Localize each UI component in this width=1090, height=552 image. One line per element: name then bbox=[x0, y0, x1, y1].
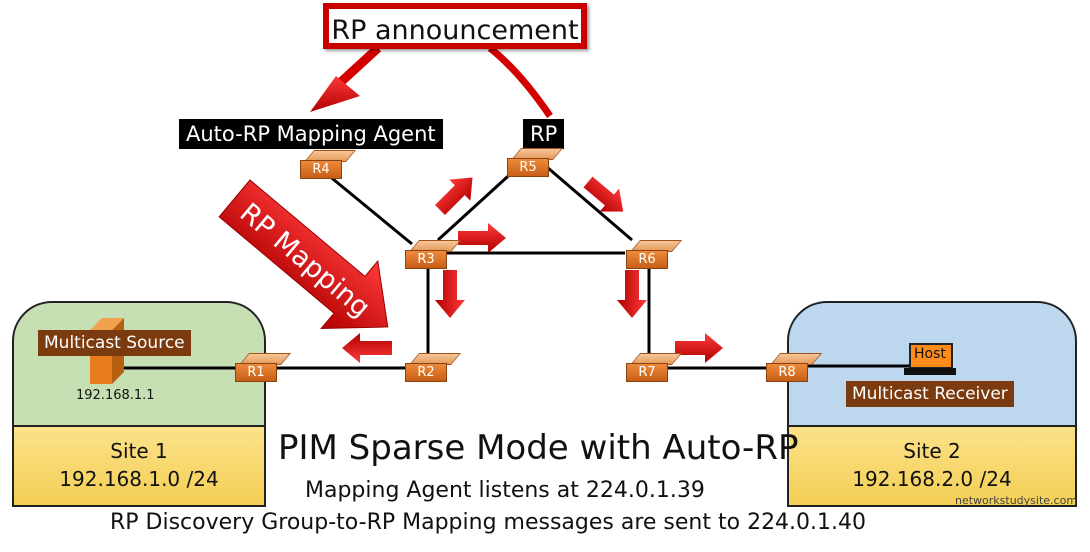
diagram-subtitle-1: Mapping Agent listens at 224.0.1.39 bbox=[305, 478, 705, 503]
multicast-source-ip: 192.168.1.1 bbox=[76, 388, 155, 403]
rp-label: RP bbox=[523, 119, 565, 149]
multicast-receiver-label: Multicast Receiver bbox=[846, 381, 1014, 407]
link-r3-r4 bbox=[321, 168, 413, 246]
flow-arrow-r6-r7 bbox=[617, 270, 647, 318]
flow-arrow-r2-r1 bbox=[342, 333, 392, 363]
router-r6-label: R6 bbox=[626, 250, 668, 269]
site-1-name: Site 1 bbox=[110, 439, 168, 463]
router-r4[interactable]: R4 bbox=[300, 150, 357, 179]
router-r7-label: R7 bbox=[626, 363, 668, 382]
flow-arrow-r5-r6 bbox=[583, 176, 624, 212]
router-r1[interactable]: R1 bbox=[235, 353, 292, 382]
announce-arrowhead bbox=[310, 76, 360, 112]
flow-arrow-r3-r2 bbox=[435, 270, 465, 318]
rp-mapping-arrow: RP Mapping bbox=[218, 179, 389, 330]
site-2-footer: Site 2 192.168.2.0 /24 bbox=[789, 425, 1075, 505]
router-r2[interactable]: R2 bbox=[405, 353, 462, 382]
router-r5[interactable]: R5 bbox=[507, 148, 564, 177]
diagram-subtitle-2: RP Discovery Group-to-RP Mapping message… bbox=[110, 510, 867, 535]
link-r3-r5 bbox=[436, 166, 519, 242]
flow-arrow-r7-r8 bbox=[675, 333, 723, 363]
rp-announcement-callout: RP announcement bbox=[323, 3, 587, 49]
site-2-box: Site 2 192.168.2.0 /24 bbox=[787, 301, 1077, 507]
router-r1-label: R1 bbox=[235, 363, 277, 382]
router-r7[interactable]: R7 bbox=[626, 353, 683, 382]
router-r2-label: R2 bbox=[405, 363, 447, 382]
router-r5-label: R5 bbox=[507, 158, 549, 177]
site-2-subnet: 192.168.2.0 /24 bbox=[852, 467, 1012, 491]
mapping-agent-label: Auto-RP Mapping Agent bbox=[179, 119, 443, 149]
link-r5-r6 bbox=[547, 166, 633, 242]
diagram-title: PIM Sparse Mode with Auto-RP bbox=[278, 428, 799, 468]
multicast-source-label: Multicast Source bbox=[38, 330, 191, 356]
flow-arrow-r3-r5 bbox=[435, 177, 473, 215]
router-r8-label: R8 bbox=[766, 363, 808, 382]
host-label: Host bbox=[914, 346, 946, 362]
router-r3[interactable]: R3 bbox=[405, 240, 462, 269]
router-r8[interactable]: R8 bbox=[766, 353, 823, 382]
rp-mapping-label: RP Mapping bbox=[234, 197, 376, 323]
host-laptop-icon bbox=[904, 343, 956, 375]
watermark: networkstudysite.com bbox=[955, 494, 1078, 507]
announce-line-to-rp bbox=[487, 45, 553, 118]
router-r6[interactable]: R6 bbox=[626, 240, 683, 269]
router-r3-label: R3 bbox=[405, 250, 447, 269]
flow-arrow-r3-r6 bbox=[458, 223, 506, 253]
router-r4-label: R4 bbox=[300, 160, 342, 179]
site-2-name: Site 2 bbox=[903, 439, 961, 463]
site-1-subnet: 192.168.1.0 /24 bbox=[59, 467, 219, 491]
site-1-footer: Site 1 192.168.1.0 /24 bbox=[14, 425, 264, 505]
